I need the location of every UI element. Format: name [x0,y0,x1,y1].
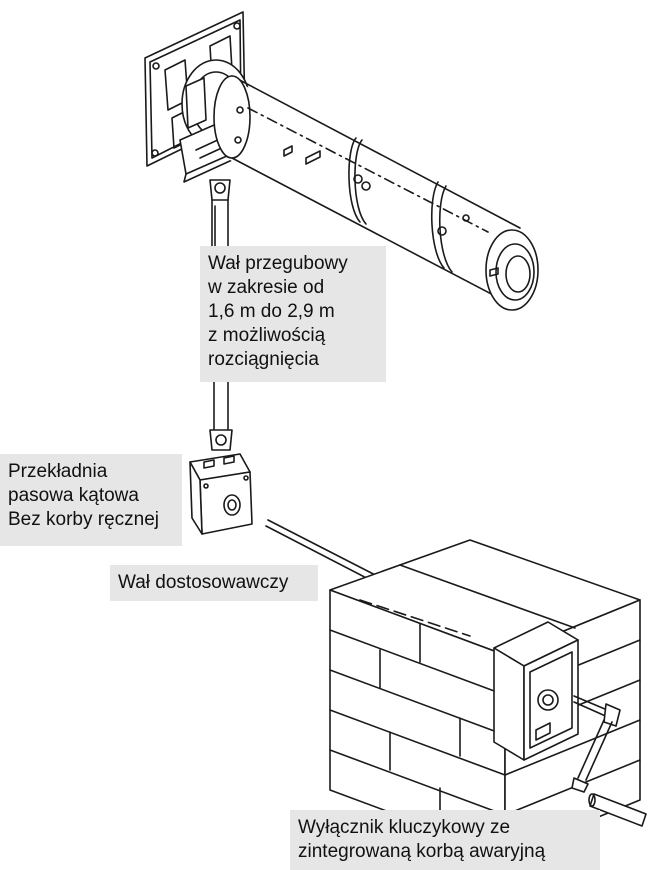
angle-gear-box [189,453,253,535]
adjustment-shaft [265,519,386,587]
label-line: Wał dostosowawczy [118,572,289,593]
tube-motor [213,75,539,311]
label-line: pasowa kątowa [8,485,139,506]
label-line: Wyłącznik kluczykowy ze [298,817,511,838]
label-key-switch: Wyłącznik kluczykowy ze zintegrowaną kor… [290,810,600,870]
label-line: zintegrowaną korbą awaryjną [298,841,546,862]
label-adjustment-shaft: Wał dostosowawczy [110,565,318,601]
label-line: Przekładnia [8,461,108,482]
label-articulated-shaft: Wał przegubowy w zakresie od 1,6 m do 2,… [200,246,386,382]
label-line: rozciągnięcia [208,349,319,370]
label-line: Wał przegubowy [208,253,348,274]
emergency-crank [571,695,647,827]
label-angle-gear: Przekładnia pasowa kątowa Bez korby ręcz… [0,454,182,546]
label-line: Bez korby ręcznej [8,509,160,530]
label-line: z możliwością [208,325,326,346]
label-line: w zakresie od [208,277,325,298]
label-line: 1,6 m do 2,9 m [208,301,335,322]
key-switch-housing [493,621,579,761]
